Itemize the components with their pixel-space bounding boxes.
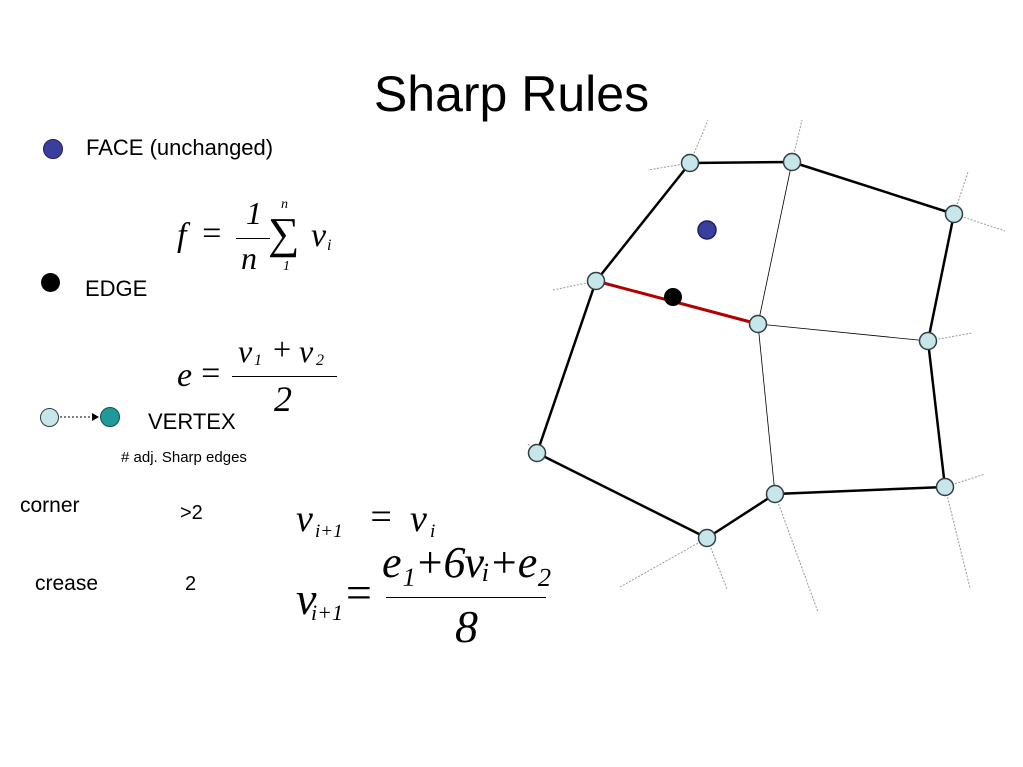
edge-formula-plus: + (271, 331, 293, 367)
mesh-edge-point (664, 288, 682, 306)
crease-formula-den: 8 (455, 601, 478, 652)
edge-formula-den: 2 (274, 379, 292, 419)
mesh-thick-lines (535, 160, 956, 540)
edge-formula-eq: = (199, 355, 222, 392)
mesh-vertex (748, 314, 768, 334)
face-formula-sum-bottom: 1 (283, 259, 290, 274)
edge-formula-num-b: v (299, 333, 314, 369)
mesh-vertex (782, 152, 802, 172)
corner-formula-lhs-sub: i+1 (315, 521, 343, 542)
edge-point-icon (41, 273, 60, 292)
edge-formula-num-a: v (238, 333, 253, 369)
crease-formula-fraction-bar (386, 597, 546, 598)
face-formula-sum: ∑ (268, 209, 300, 258)
rule-crease-count: 2 (185, 573, 197, 595)
face-formula-eq: = (200, 215, 223, 252)
mesh-vertex (935, 477, 955, 497)
rule-corner-count: >2 (180, 502, 203, 524)
mesh-stub-lines (526, 119, 1006, 613)
mesh-face-point (697, 220, 717, 240)
crease-formula-lhs: v (296, 573, 317, 624)
crease-formula-num: e₁+6vᵢ+e₂ (382, 538, 552, 587)
face-formula-sum-top: n (281, 197, 288, 212)
vertex-old-icon (40, 408, 59, 427)
face-formula-fraction-bar (236, 238, 270, 239)
mesh-vertex (765, 484, 785, 504)
rule-corner-name: corner (20, 494, 80, 517)
face-label: FACE (unchanged) (86, 135, 274, 160)
mesh-vertex (918, 331, 938, 351)
corner-formula-eq: = (368, 496, 394, 538)
edge-formula-lhs: e (177, 357, 193, 394)
vertex-new-icon (100, 407, 120, 427)
face-formula-lhs: f (177, 217, 187, 254)
corner-formula-rhs: v (410, 498, 427, 540)
edge-formula-fraction-bar (232, 376, 337, 377)
adj-sharp-edges-label: # adj. Sharp edges (121, 449, 247, 466)
mesh-vertices (527, 152, 964, 548)
face-formula-term: v (311, 217, 327, 254)
mesh-vertex (697, 528, 717, 548)
face-formula-num: 1 (246, 195, 262, 231)
rule-crease-name: crease (35, 572, 99, 595)
edge-formula-num-b-sub: 2 (316, 352, 324, 369)
vertex-label: VERTEX (148, 409, 236, 434)
crease-formula-lhs-sub: i+1 (311, 600, 343, 625)
face-formula-term-sub: i (327, 237, 332, 254)
edge-label: EDGE (85, 276, 148, 301)
face-formula-den: n (241, 240, 257, 276)
mesh-vertex (527, 443, 547, 463)
crease-formula-eq: = (343, 567, 375, 618)
face-point-icon (43, 139, 63, 159)
corner-formula-lhs: v (296, 498, 313, 540)
edge-formula-num-a-sub: 1 (254, 352, 262, 369)
page-title: Sharp Rules (373, 66, 650, 122)
mesh-thin-lines (757, 161, 929, 495)
mesh-vertex (586, 271, 606, 291)
mesh-vertex (944, 204, 964, 224)
mesh-vertex (680, 153, 700, 173)
corner-formula-rhs-sub: i (430, 521, 436, 542)
